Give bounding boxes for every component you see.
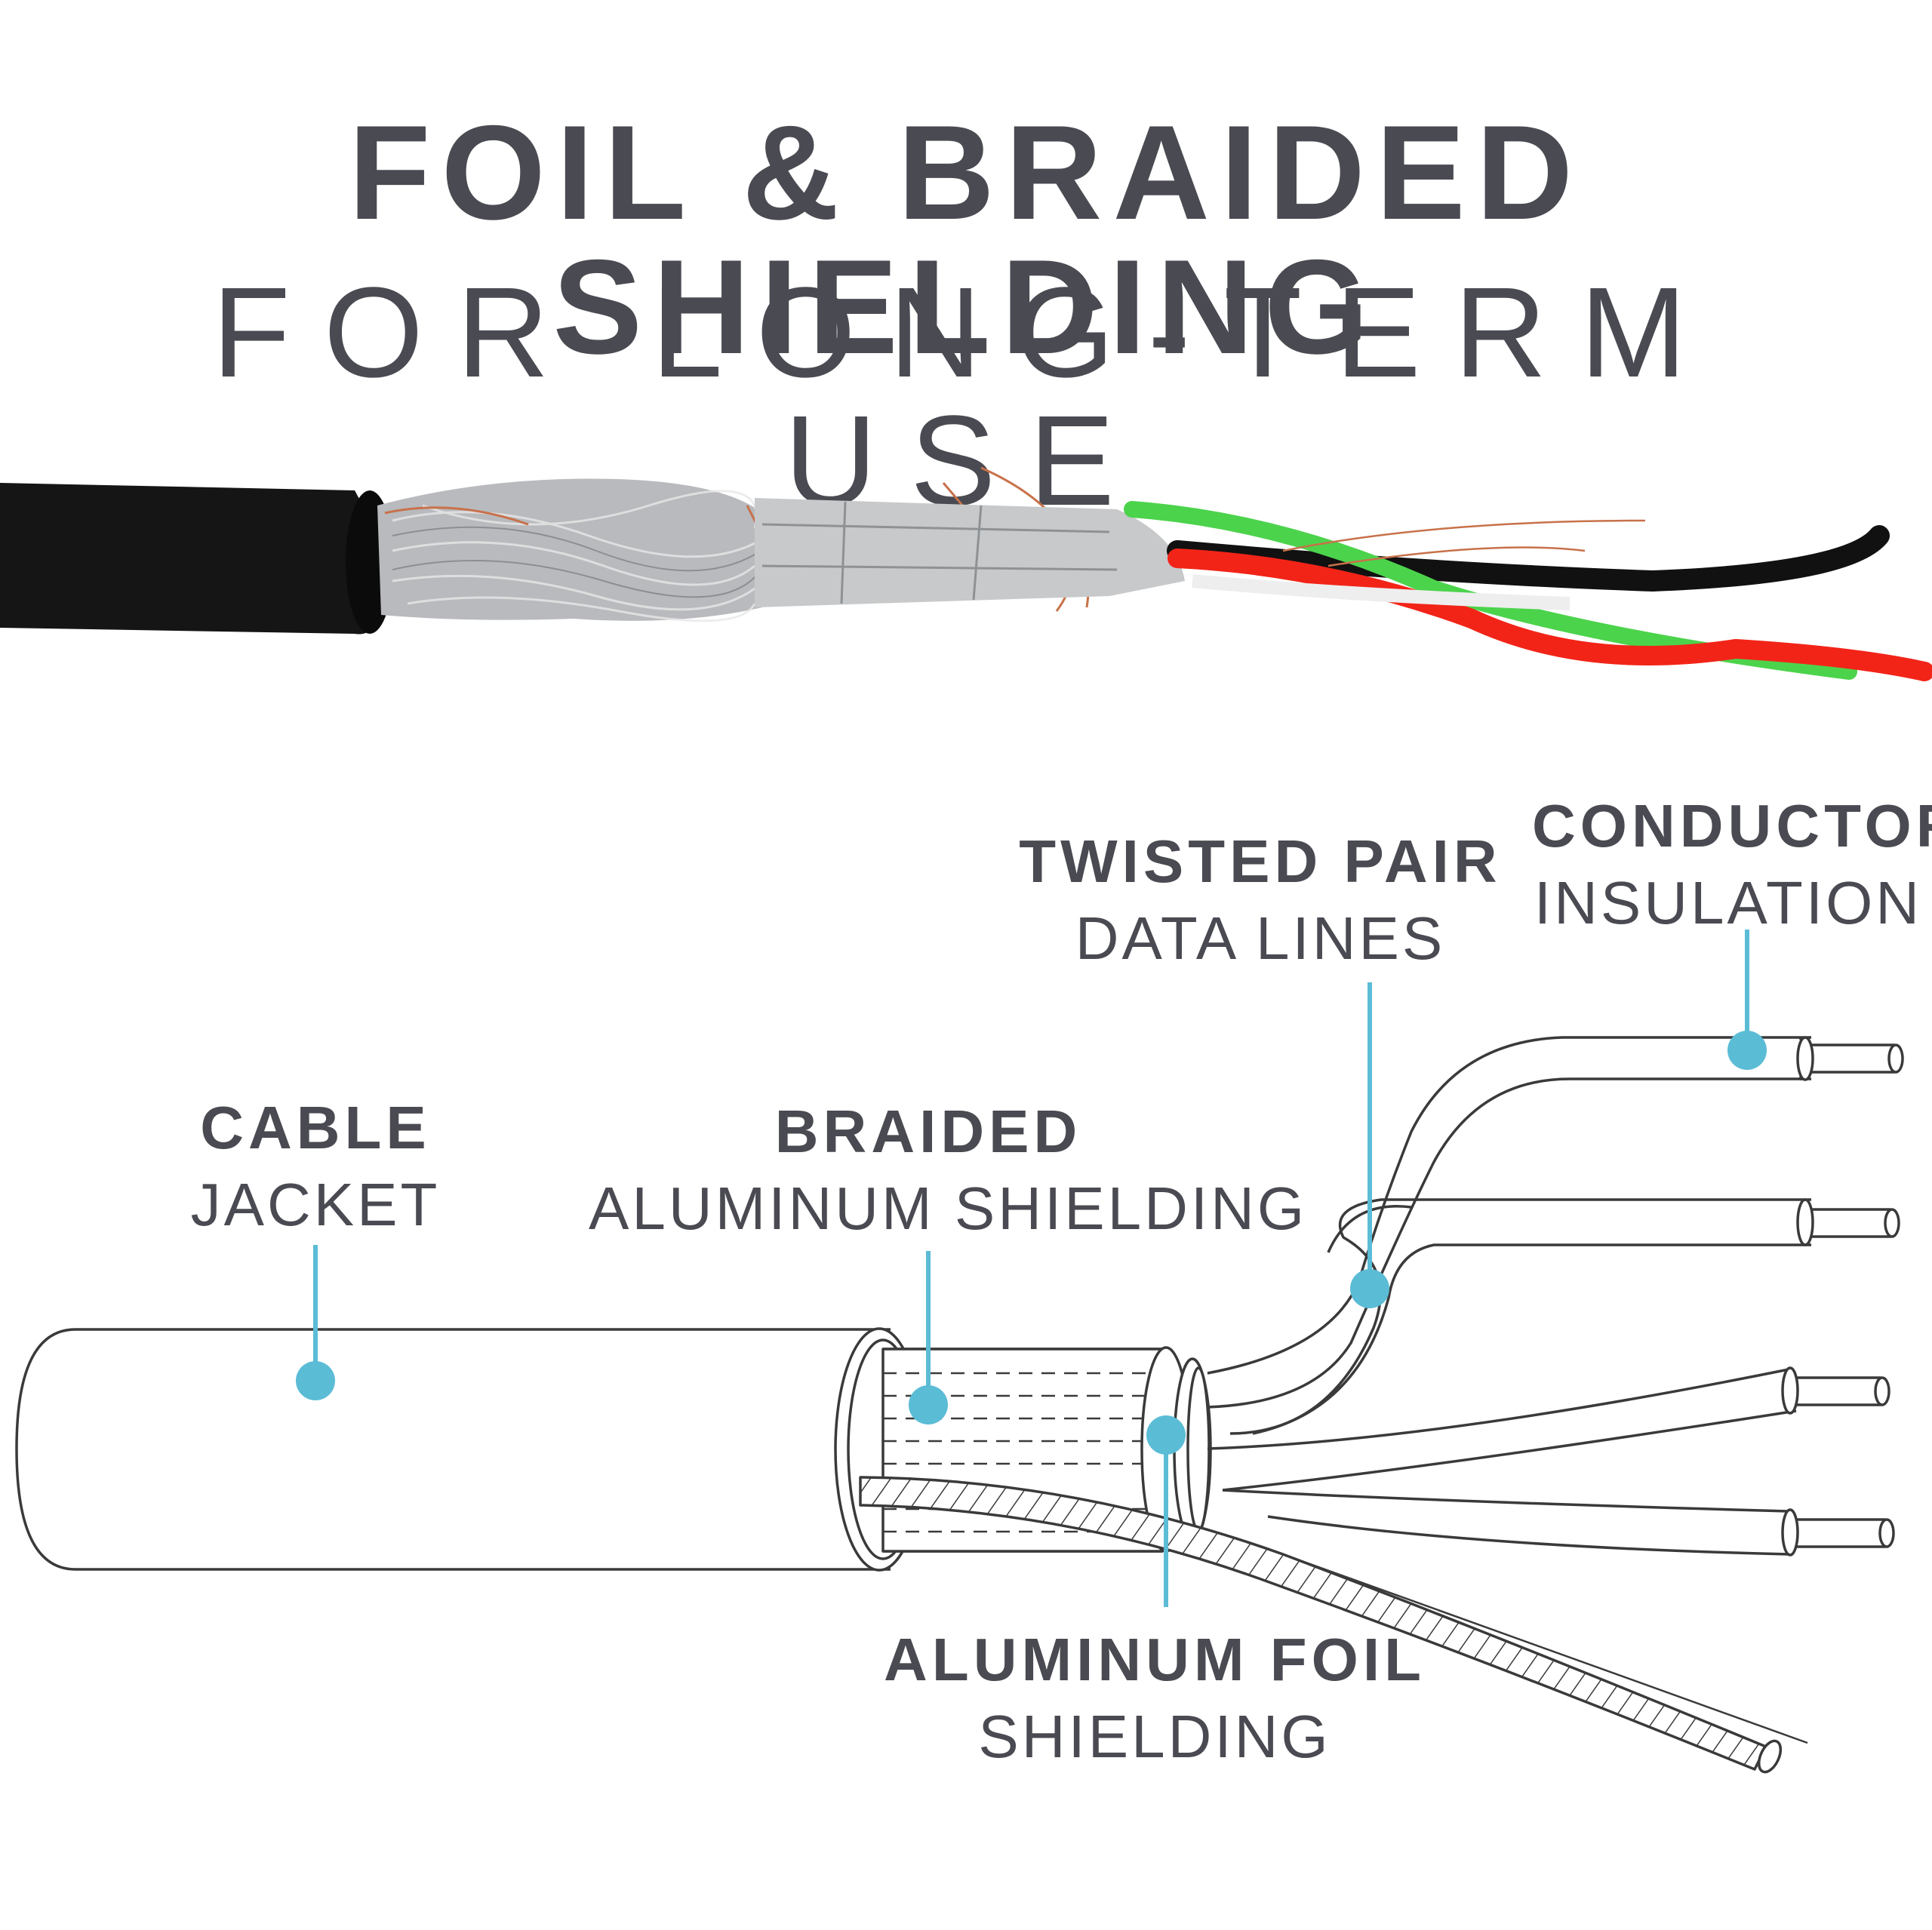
diagram-wire-third	[1207, 1368, 1797, 1492]
callout-dot-twisted	[1350, 1269, 1389, 1308]
photo-wire-red	[1168, 549, 1932, 681]
photo-wire-black	[1167, 525, 1890, 592]
label-twisted-pair-sub: DATA LINES	[1075, 905, 1446, 972]
label-aluminum-foil-title: ALUMINUM FOIL	[884, 1626, 1426, 1693]
label-cable-jacket-title: CABLE	[200, 1094, 431, 1161]
photo-foil	[755, 498, 1185, 607]
callout-dot-conductor	[1727, 1031, 1767, 1070]
photo-wire-white	[1192, 574, 1571, 610]
callout-dot-jacket	[296, 1361, 335, 1400]
label-conductor-sub: INSULATION	[1534, 869, 1923, 936]
diagram-wire-top	[1207, 1036, 1811, 1409]
callout-dot-foil	[1146, 1415, 1186, 1455]
diagram-wire-second	[1229, 1198, 1811, 1435]
label-braided-title: BRAIDED	[774, 1098, 1082, 1165]
label-aluminum-foil: ALUMINUM FOIL SHIELDING	[875, 1630, 1434, 1767]
label-twisted-pair-title: TWISTED PAIR	[1019, 828, 1502, 895]
label-cable-jacket-sub: JACKET	[190, 1171, 441, 1238]
label-aluminum-foil-sub: SHIELDING	[978, 1703, 1331, 1770]
photo-braid	[377, 478, 762, 621]
diagram-wire-fourth	[1222, 1489, 1789, 1556]
label-conductor: CONDUCTOR INSULATION	[1532, 792, 1932, 936]
label-braided: BRAIDED ALUMINUM SHIELDING	[589, 1098, 1308, 1242]
page-title: FOIL & BRAIDED SHIELDING	[348, 97, 1584, 382]
label-braided-sub: ALUMINUM SHIELDING	[589, 1175, 1308, 1242]
diagram-jacket	[15, 1328, 891, 1571]
callout-dot-braid	[909, 1385, 948, 1424]
cable-photo	[0, 466, 1932, 681]
photo-jacket	[0, 483, 382, 635]
label-cable-jacket: CABLE JACKET	[127, 1098, 504, 1235]
diagram-foil-ribbon	[859, 1476, 1767, 1771]
label-twisted-pair: TWISTED PAIR DATA LINES	[1004, 831, 1517, 969]
label-conductor-title: CONDUCTOR	[1532, 792, 1932, 859]
diagram-conductor-tips	[1781, 1036, 1904, 1557]
